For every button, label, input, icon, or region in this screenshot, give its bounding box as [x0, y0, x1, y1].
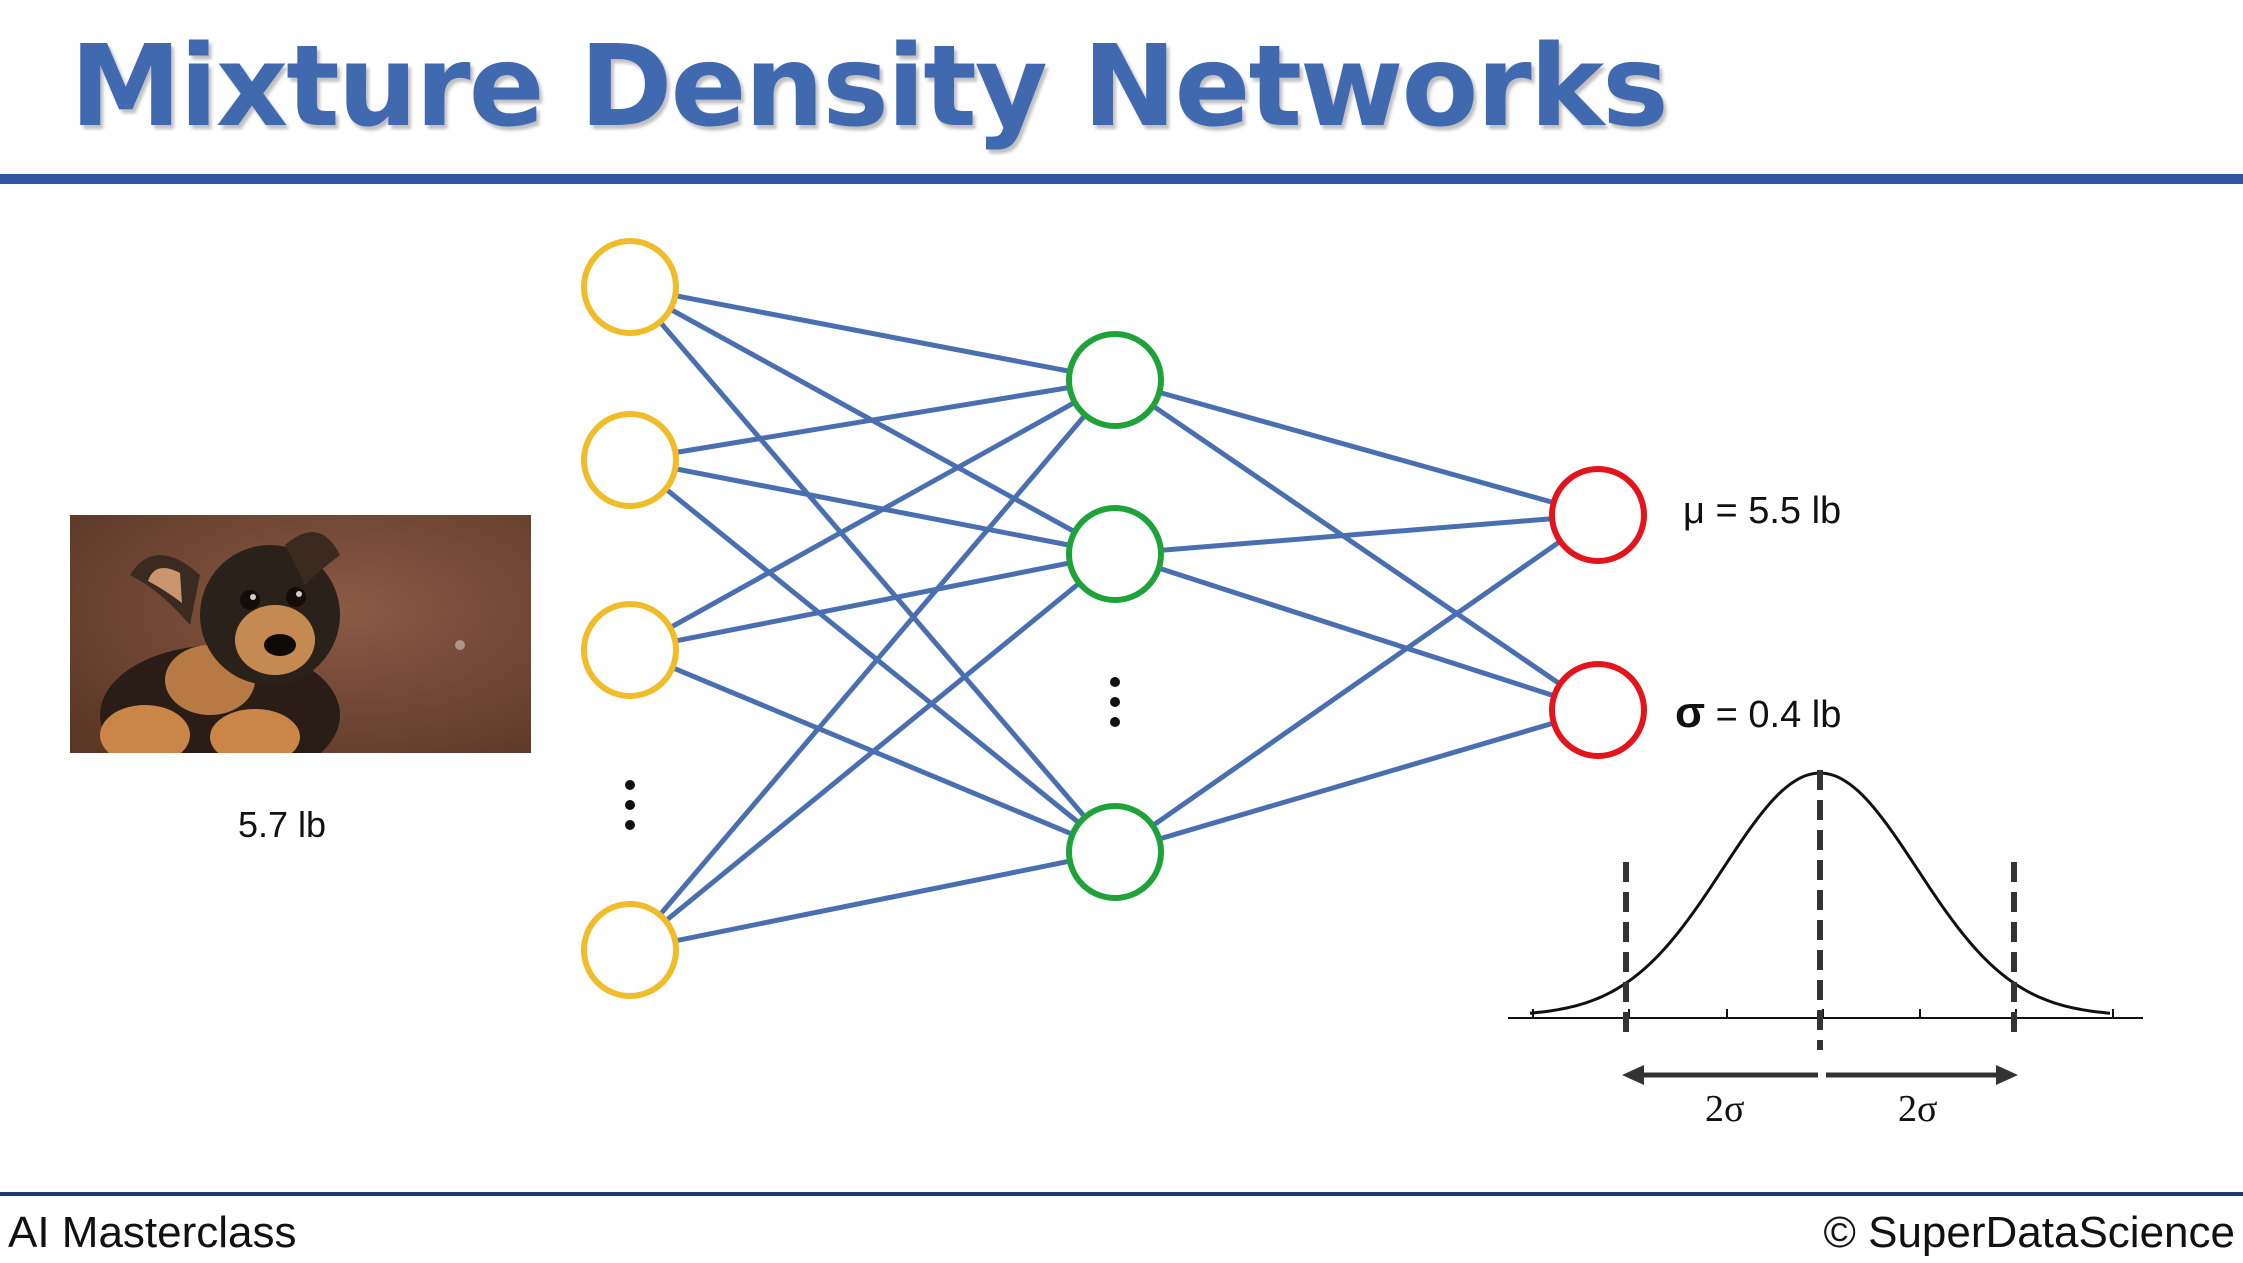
hidden-layer-ellipsis [1110, 677, 1120, 727]
left-two-sigma-label: 2σ [1705, 1088, 1745, 1130]
input-weight-label: 5.7 lb [238, 804, 327, 845]
left-arrowhead [1622, 1065, 1644, 1085]
input-node-3 [581, 601, 679, 699]
right-two-sigma-label: 2σ [1898, 1088, 1938, 1130]
edge-hidden-1-output-2 [1113, 377, 1600, 713]
edge-hidden-1-output-1 [1114, 377, 1599, 518]
footer-course-name: AI Masterclass [8, 1208, 297, 1257]
edge-input-2-hidden-2 [629, 457, 1116, 557]
output-node-1 [1549, 466, 1647, 564]
title-divider [0, 174, 2243, 184]
edge-hidden-3-output-2 [1114, 707, 1599, 855]
mu-output-label: μ = 5.5 lb [1683, 490, 1842, 532]
sigma-symbol: σ [1675, 688, 1706, 737]
hidden-node-3 [1066, 803, 1164, 901]
right-arrowhead [1996, 1065, 2018, 1085]
dog-image [70, 515, 531, 753]
input-node-4 [581, 901, 679, 999]
edge-input-1-hidden-3 [628, 285, 1117, 854]
sigma-output-label: σ = 0.4 lb [1675, 688, 1841, 738]
hidden-node-1 [1066, 331, 1164, 429]
normal-distribution-plot [1508, 770, 2143, 1085]
edge-input-3-hidden-1 [628, 377, 1117, 653]
edge-input-2-hidden-1 [629, 377, 1116, 463]
edge-input-3-hidden-2 [629, 551, 1116, 653]
input-layer-ellipsis [625, 780, 635, 830]
input-node-2 [581, 411, 679, 509]
footer-divider [0, 1192, 2243, 1196]
edge-input-4-hidden-1 [628, 378, 1117, 952]
output-node-2 [1549, 661, 1647, 759]
network-edges [628, 284, 1600, 953]
network-nodes [581, 238, 1647, 999]
slide-title: Mixture Density Networks [70, 22, 1669, 152]
edge-input-2-hidden-3 [628, 458, 1117, 854]
edge-input-1-hidden-1 [629, 284, 1116, 383]
footer-copyright: © SuperDataScience [1823, 1208, 2235, 1257]
edge-hidden-3-output-1 [1113, 512, 1600, 855]
edge-hidden-2-output-2 [1114, 551, 1599, 713]
edge-input-4-hidden-2 [628, 552, 1117, 952]
edge-hidden-2-output-1 [1114, 512, 1599, 557]
sigma-value: = 0.4 lb [1705, 694, 1842, 736]
edge-input-4-hidden-3 [629, 849, 1116, 953]
dog-photo [70, 515, 531, 753]
hidden-node-2 [1066, 505, 1164, 603]
input-node-1 [581, 238, 679, 336]
